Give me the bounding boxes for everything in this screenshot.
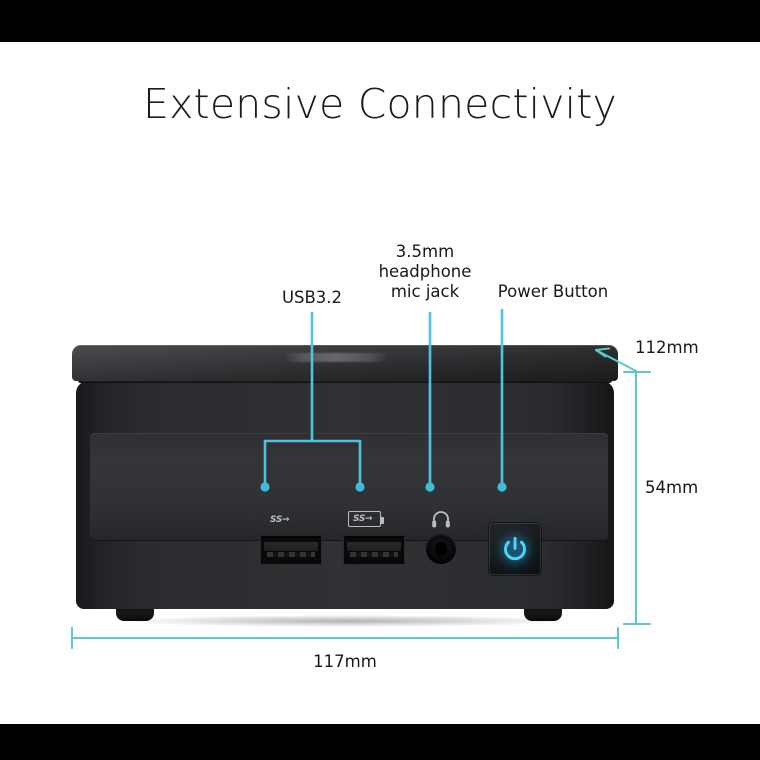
- usb-tongue: [347, 542, 401, 551]
- brand-logo: [284, 353, 388, 362]
- dimension-label-height: 54mm: [645, 478, 699, 497]
- superspeed-usb-icon: SS→: [270, 515, 290, 525]
- letterbox-bar-bottom: [0, 724, 760, 760]
- dimension-label-depth: 112mm: [635, 338, 699, 357]
- power-icon: [504, 536, 526, 561]
- superspeed-usb-charging-icon: SS→: [348, 511, 385, 527]
- letterbox-bar-top: [0, 0, 760, 42]
- callout-label-usb: USB3.2: [232, 288, 392, 308]
- dimension-label-width: 117mm: [313, 652, 377, 671]
- callout-label-audio-jack: 3.5mm headphone mic jack: [340, 242, 510, 302]
- usb-a-port-1[interactable]: [260, 535, 322, 565]
- mini-pc-device: SS→ SS→: [72, 345, 618, 627]
- callout-usb-text: USB3.2: [281, 288, 343, 307]
- callout-jack-line-2: headphone: [378, 262, 472, 281]
- device-body: SS→ SS→: [76, 381, 614, 609]
- usb-a-port-2[interactable]: [343, 535, 405, 565]
- usb-pins: [350, 552, 398, 557]
- headphone-icon: [432, 511, 450, 528]
- audio-combo-jack[interactable]: [426, 534, 456, 564]
- callout-power-text: Power Button: [497, 282, 609, 301]
- power-button[interactable]: [489, 523, 541, 575]
- device-shadow: [122, 615, 572, 627]
- page-title: Extensive Connectivity: [142, 80, 618, 128]
- usb-tongue: [264, 542, 318, 551]
- front-io-panel: SS→ SS→: [90, 433, 608, 575]
- jack-bore: [435, 542, 447, 556]
- callout-jack-line-1: 3.5mm: [395, 242, 455, 261]
- usb-pins: [267, 552, 315, 557]
- device-lid: [72, 345, 618, 381]
- callout-jack-line-3: mic jack: [390, 282, 460, 301]
- callout-label-power-button: Power Button: [468, 282, 638, 302]
